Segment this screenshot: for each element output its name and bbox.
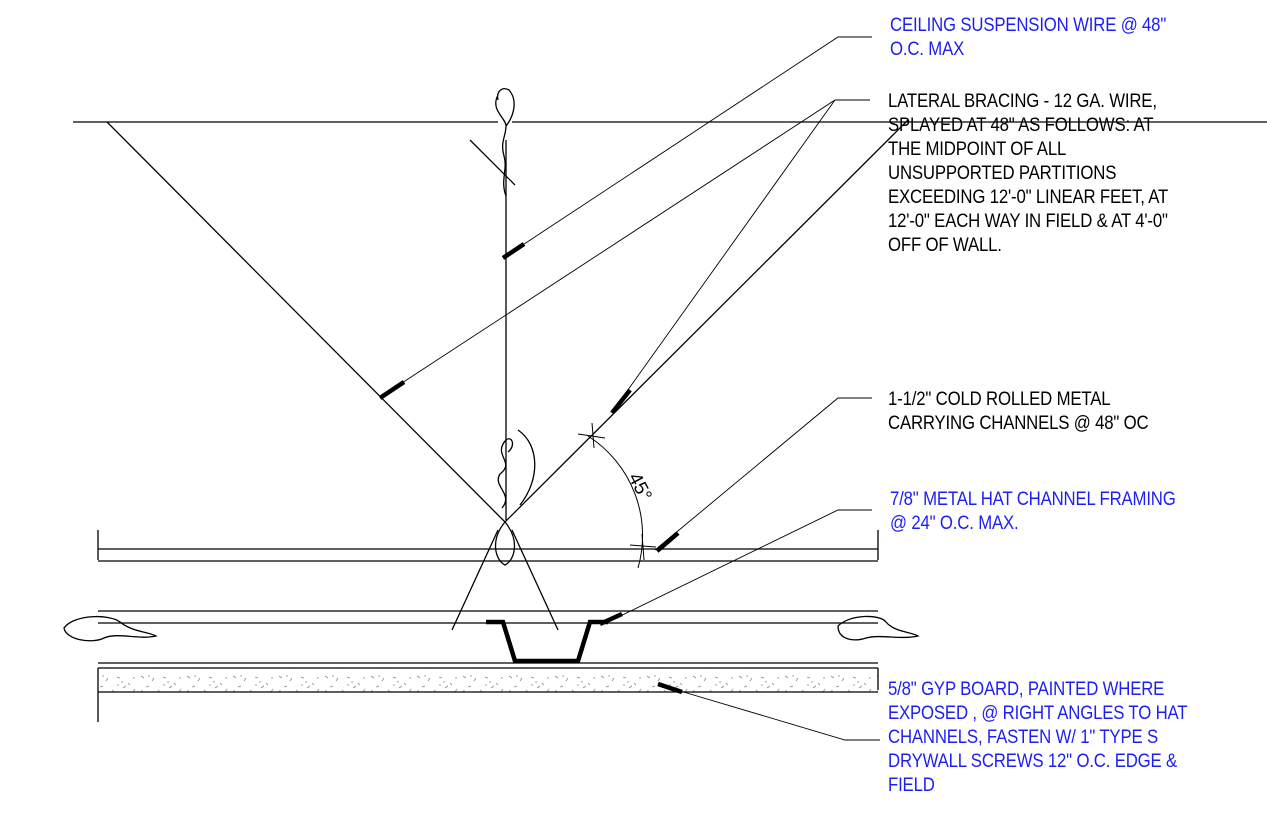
tick-bracing-right (610, 388, 632, 415)
hanger-wire-twist (497, 429, 536, 509)
note-gyp-board: 5/8" GYP BOARD, PAINTED WHERE EXPOSED , … (888, 677, 1258, 797)
gyp-board-fill (98, 668, 878, 692)
angle-tick-upper (577, 422, 606, 449)
tick-suspension-wire (501, 242, 526, 260)
note-line: CHANNELS, FASTEN W/ 1" TYPE S (888, 726, 1158, 748)
note-line: LATERAL BRACING - 12 GA. WIRE, (888, 90, 1157, 112)
leader-carrying-channel (654, 397, 872, 551)
note-hat-channel: 7/8" METAL HAT CHANNEL FRAMING @ 24" O.C… (890, 487, 1176, 535)
note-line: FIELD (888, 774, 935, 796)
leader-bracing-left (381, 99, 870, 397)
carrying-channel-ends (97, 530, 879, 560)
note-carrying-channels: 1-1/2" COLD ROLLED METAL CARRYING CHANNE… (888, 387, 1149, 435)
angle-tick-lower (629, 533, 657, 561)
note-line: CARRYING CHANNELS @ 48" OC (888, 412, 1149, 434)
note-line: CEILING SUSPENSION WIRE @ 48" (890, 14, 1167, 36)
note-line: UNSUPPORTED PARTITIONS (888, 162, 1117, 184)
note-lateral-bracing: LATERAL BRACING - 12 GA. WIRE, SPLAYED A… (888, 89, 1168, 257)
note-line: OFF OF WALL. (888, 234, 1002, 256)
angle-label: 45° (624, 469, 656, 504)
tick-gyp-board (657, 681, 683, 695)
tick-bracing-left (378, 380, 406, 400)
wire-loop (494, 521, 516, 566)
bracing-wire-left (106, 121, 506, 523)
bracing-wire-right (504, 119, 909, 523)
gyp-board-lines (97, 662, 879, 722)
note-suspension-wire: CEILING SUSPENSION WIRE @ 48" O.C. MAX (890, 13, 1166, 61)
hat-channel (486, 619, 608, 664)
leader-bracing-right (614, 99, 836, 409)
leader-suspension-wire (505, 36, 872, 257)
tick-carrying-channel (655, 531, 680, 553)
note-line: SPLAYED AT 48" AS FOLLOWS: AT (888, 114, 1154, 136)
note-line: 5/8" GYP BOARD, PAINTED WHERE (888, 678, 1165, 700)
carrying-channel-lines (98, 548, 878, 624)
break-left (63, 615, 158, 642)
break-right (837, 615, 920, 641)
angle-arc (587, 435, 644, 569)
leader-hat-channel (607, 509, 872, 623)
note-line: 1-1/2" COLD ROLLED METAL (888, 388, 1111, 410)
wire-tie-lines (451, 529, 559, 631)
note-line: 12'-0" EACH WAY IN FIELD & AT 4'-0" (888, 210, 1168, 232)
note-line: 7/8" METAL HAT CHANNEL FRAMING (890, 488, 1176, 510)
note-line: O.C. MAX (890, 38, 965, 60)
leader-gyp-board (669, 687, 880, 741)
note-line: THE MIDPOINT OF ALL (888, 138, 1067, 160)
tick-hat-channel (599, 611, 623, 627)
note-line: EXPOSED , @ RIGHT ANGLES TO HAT (888, 702, 1188, 724)
note-line: @ 24" O.C. MAX. (890, 512, 1019, 534)
hanger-wire-break (469, 88, 516, 197)
note-line: DRYWALL SCREWS 12" O.C. EDGE & (888, 750, 1178, 772)
note-line: EXCEEDING 12'-0" LINEAR FEET, AT (888, 186, 1169, 208)
